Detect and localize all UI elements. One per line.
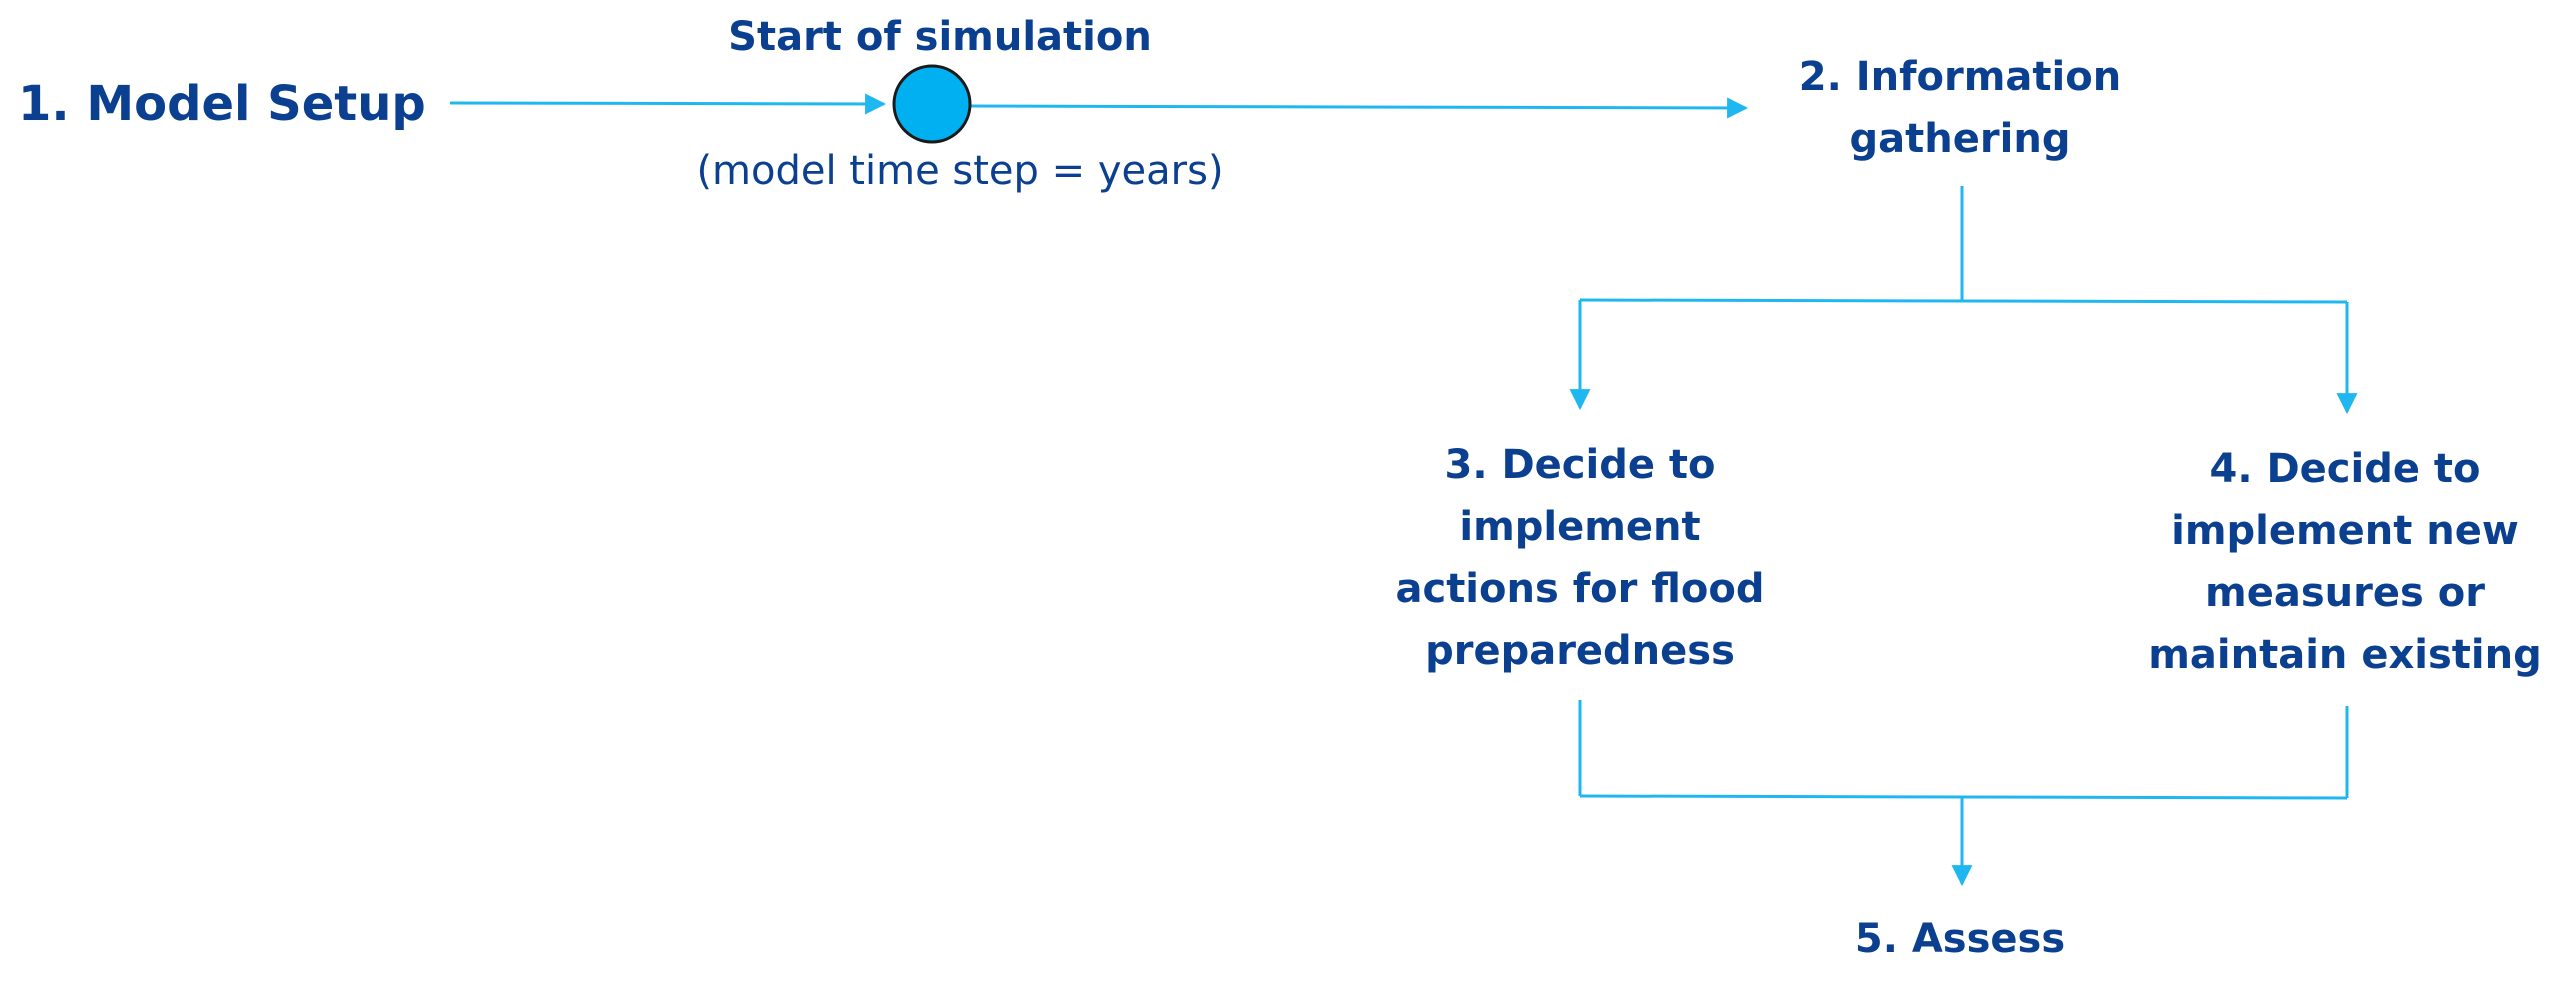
start-node (892, 64, 972, 144)
arrow-setup-to-start (449, 93, 887, 115)
time-step-note: (model time step = years) (696, 148, 1224, 194)
start-of-simulation-label: Start of simulation (728, 14, 1152, 60)
model-setup-label: 1. Model Setup (18, 76, 426, 132)
connector-split-horizontal (1579, 298, 2348, 304)
information-gathering-label: 2. Information gathering (1798, 54, 2122, 162)
decide-preparedness-label: 3. Decide to implement actions for flood… (1395, 442, 1765, 674)
arrow-start-to-information (969, 97, 1749, 119)
decide-measures-label: 4. Decide to implement new measures or m… (2148, 446, 2542, 678)
assess-label: 5. Assess (1854, 916, 2066, 962)
